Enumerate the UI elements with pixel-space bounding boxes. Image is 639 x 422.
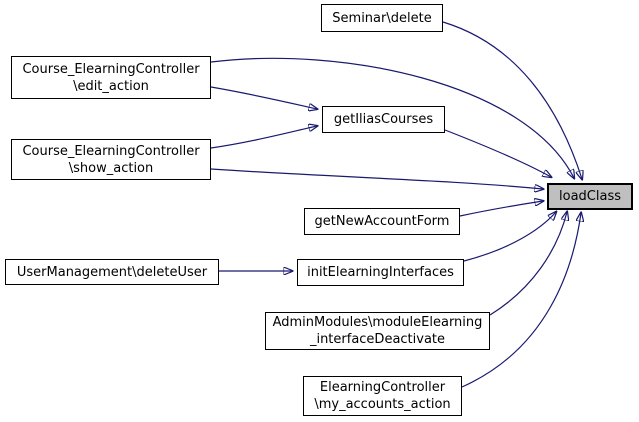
edge-show-action-to-getiliascourses bbox=[210, 126, 317, 149]
node-label: AdminModules\moduleElearning bbox=[272, 315, 483, 330]
node-get-ilias-courses[interactable]: getIliasCourses bbox=[322, 106, 445, 133]
node-load-class: loadClass bbox=[547, 183, 633, 210]
node-label: Seminar\delete bbox=[332, 10, 432, 26]
node-label: \show_action bbox=[68, 160, 154, 176]
edge-edit-action-to-getiliascourses bbox=[210, 86, 317, 109]
node-label: getNewAccountForm bbox=[314, 214, 450, 229]
node-label: ElearningController bbox=[319, 380, 446, 395]
node-user-management-delete-user[interactable]: UserManagement\deleteUser bbox=[5, 259, 219, 285]
node-init-elearning-interfaces[interactable]: initElearningInterfaces bbox=[297, 259, 464, 286]
node-seminar-delete[interactable]: Seminar\delete bbox=[321, 4, 443, 32]
edge-edit-action-to-loadclass bbox=[210, 57, 574, 178]
node-label: \edit_action bbox=[73, 78, 149, 94]
node-admin-modules-interface-deactivate[interactable]: AdminModules\moduleElearning _interfaceD… bbox=[265, 312, 490, 350]
edge-show-action-to-loadclass bbox=[210, 168, 543, 189]
node-label: Course_ElearningController bbox=[22, 143, 200, 159]
node-label: Course_ElearningController bbox=[22, 61, 200, 77]
node-course-elearning-edit-action[interactable]: Course_ElearningController \edit_action bbox=[11, 56, 211, 99]
edge-getiliascourses-to-loadclass bbox=[444, 129, 551, 177]
edge-initelearninginterfaces-to-loadclass bbox=[463, 212, 556, 262]
node-label: \my_accounts_action bbox=[314, 397, 451, 412]
node-elearning-controller-my-accounts-action[interactable]: ElearningController \my_accounts_action bbox=[303, 376, 462, 416]
edge-getnewaccountform-to-loadclass bbox=[459, 201, 543, 217]
edge-seminar-delete-to-loadclass bbox=[442, 21, 582, 179]
node-label: initElearningInterfaces bbox=[307, 265, 454, 280]
node-label: getIliasCourses bbox=[333, 112, 434, 127]
node-label: loadClass bbox=[559, 189, 621, 204]
node-course-elearning-show-action[interactable]: Course_ElearningController \show_action bbox=[11, 139, 211, 180]
node-label: UserManagement\deleteUser bbox=[16, 264, 208, 280]
edge-my-accounts-action-to-loadclass bbox=[461, 213, 581, 388]
node-get-new-account-form[interactable]: getNewAccountForm bbox=[304, 208, 460, 235]
node-label: _interfaceDeactivate bbox=[309, 332, 446, 347]
edge-admin-modules-to-loadclass bbox=[489, 212, 567, 316]
